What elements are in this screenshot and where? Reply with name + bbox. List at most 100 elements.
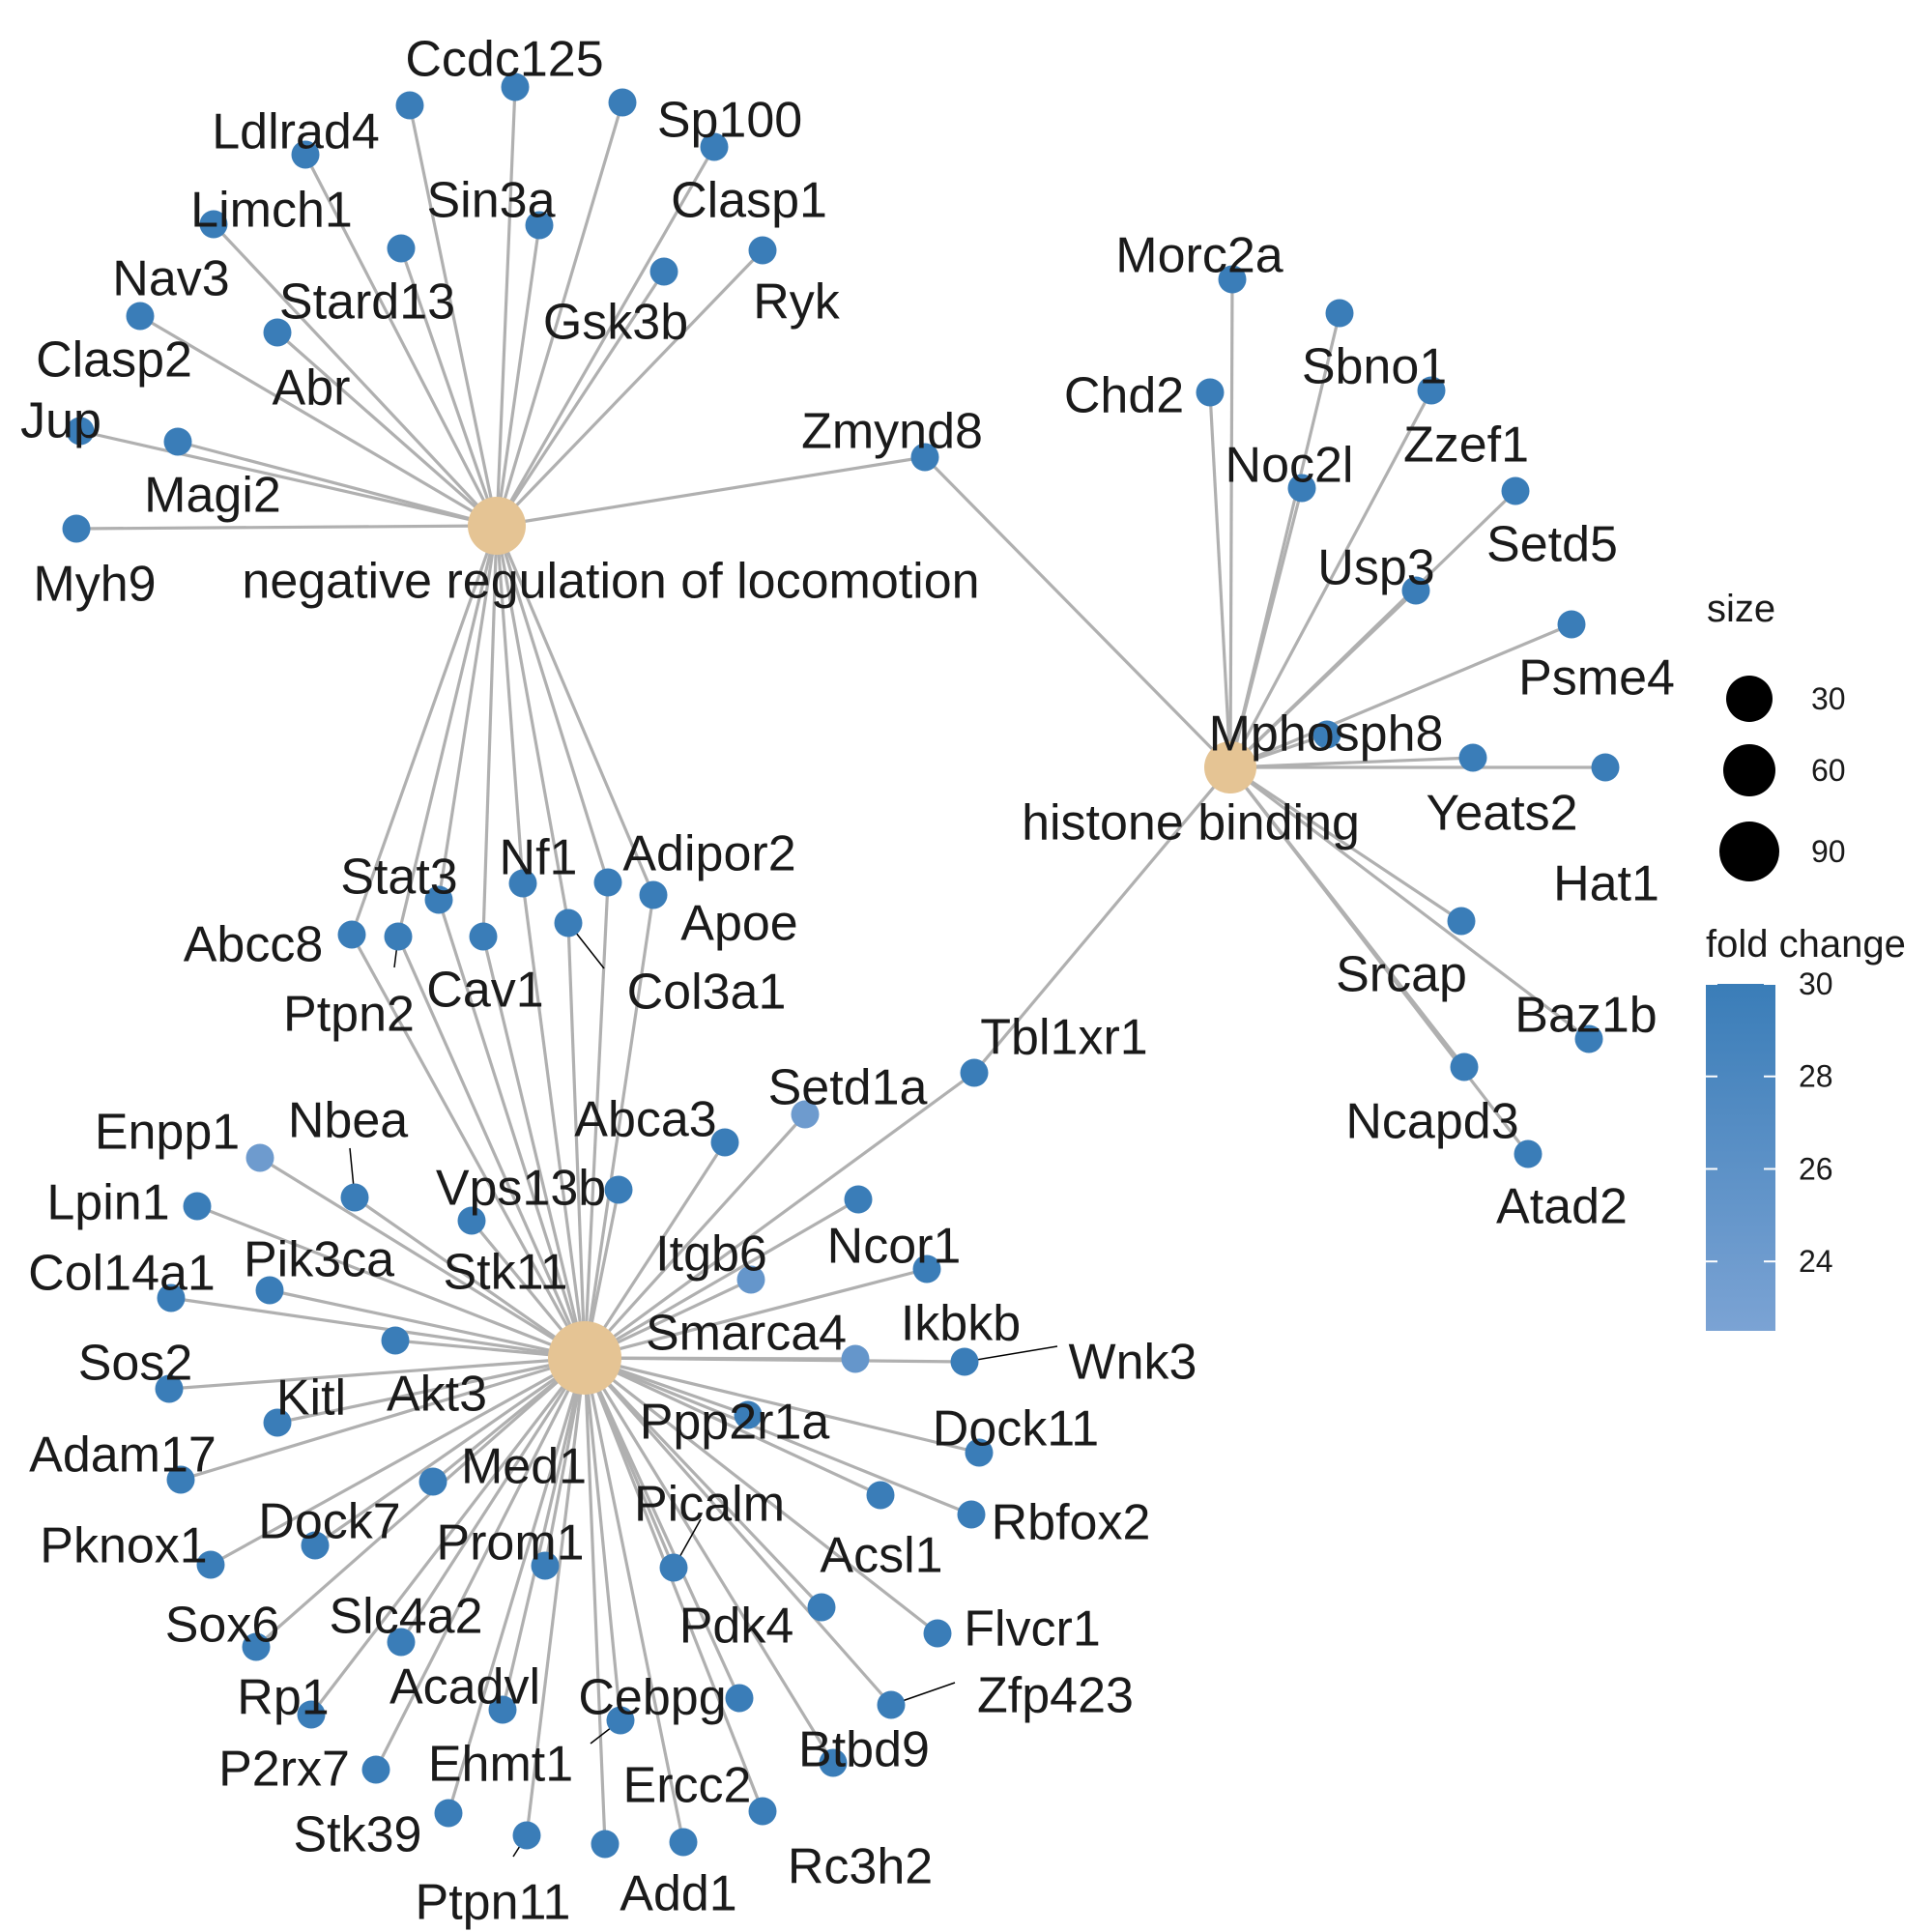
gene-node-picalm [659,1553,688,1582]
gene-node-stk39 [434,1799,463,1828]
gene-node-slc4a2 [387,1628,416,1657]
edge-kitl-h3 [276,1356,586,1425]
gene-label-akt3: Akt3 [387,1367,487,1423]
gene-label-add1: Add1 [620,1866,736,1922]
gene-node-kitl [263,1408,292,1437]
edge-ehmt1-h3 [583,1357,622,1721]
gene-node-btbd9 [819,1748,848,1777]
gene-label-nf1: Nf1 [500,830,578,886]
gene-node-ehmt1 [606,1706,635,1735]
gene-node-sin3a [525,211,554,240]
gene-node-sp100 [608,88,637,117]
edge-p2rx7-h3 [374,1357,587,1771]
gene-label-usp3: Usp3 [1317,540,1434,596]
gene-label-zfp423: Zfp423 [977,1668,1134,1724]
fold-change-colorbar [1706,984,1775,1331]
gene-node-mphosph8 [1312,720,1341,749]
edge-dock11-h3 [584,1356,980,1455]
gene-node-flvcr1 [923,1619,952,1648]
gene-node-baz1b [1574,1024,1603,1053]
gene-node-ercc2 [748,1797,777,1826]
gene-label-tbl1xr1: Tbl1xr1 [980,1010,1147,1066]
gene-node-adam17 [166,1465,195,1494]
colorbar-tick-label-26: 26 [1799,1151,1833,1186]
network-nodes [62,72,1620,1859]
gene-node-cav1 [469,922,498,951]
edge-col14a1-h3 [170,1296,586,1360]
edge-zfp423-h3 [583,1356,893,1707]
edge-ercc2-h3 [583,1357,764,1812]
edge-ikbkb-h3 [584,1267,928,1360]
edge-morc2a-h2 [1228,278,1234,768]
edge-nbea-h3 [354,1196,586,1360]
gene-node-pdk4 [807,1593,836,1622]
gene-node-col3a1 [554,908,583,937]
gene-label-kitl: Kitl [276,1370,346,1427]
gene-node-ppp2r1a [734,1400,763,1429]
gene-label-btbd9: Btbd9 [798,1722,930,1778]
gene-node-acsl1 [866,1481,895,1510]
gene-node-jup [66,417,95,446]
gene-node-limch1 [291,140,320,169]
gene-node-ccdc125 [501,72,530,101]
hub-label-h2: histone binding [1022,795,1360,851]
gene-node-tbl1xr1 [960,1058,989,1087]
gene-label-setd1a: Setd1a [768,1060,928,1116]
gene-node-apoe [639,880,668,909]
edge-col3a1-h3 [566,922,587,1359]
gene-label-ldlrad4: Ldlrad4 [212,104,379,160]
edge-srcap-h2 [1229,765,1462,923]
edge-acsl1-h3 [584,1356,881,1497]
gene-label-zzef1: Zzef1 [1403,418,1529,474]
gene-label-setd5: Setd5 [1486,517,1618,573]
colorbar-tick-label-28: 28 [1799,1059,1833,1094]
gene-label-rc3h2: Rc3h2 [788,1839,933,1895]
gene-node-rp1 [297,1700,326,1729]
gene-label-ccdc125: Ccdc125 [405,32,603,88]
edge-nf1-h3 [521,882,587,1359]
edge-rc3h2-h3 [583,1357,685,1843]
gene-label-atad2: Atad2 [1496,1179,1628,1235]
gene-node-ikbkb [912,1254,941,1283]
gene-label-baz1b: Baz1b [1514,988,1657,1044]
gene-label-morc2a: Morc2a [1115,228,1283,284]
gene-label-wnk3: Wnk3 [1069,1335,1197,1391]
gene-node-usp3 [1401,576,1430,605]
gene-node-add1 [591,1830,620,1859]
edge-clasp1-h1 [495,146,716,527]
gene-label-vps13b: Vps13b [436,1161,606,1217]
edge-stat3-h1 [437,525,499,901]
gene-label-itgb6: Itgb6 [655,1226,767,1283]
size-key-60-label: 60 [1811,753,1846,788]
edge-btbd9-h3 [583,1357,835,1764]
gene-node-atad2 [1514,1139,1543,1168]
gene-node-sos2 [155,1374,184,1403]
gene-node-magi2 [163,427,192,456]
gene-label-acsl1: Acsl1 [820,1528,942,1584]
edge-col3a1-h1 [495,525,570,924]
gene-node-vps13b [604,1175,633,1204]
gene-node-adipor2 [593,868,622,897]
gene-label-nbea: Nbea [288,1093,408,1149]
edge-add1-h3 [583,1357,607,1845]
gene-label-sos2: Sos2 [78,1336,193,1392]
gene-node-cebpg [725,1684,754,1713]
gene-label-nav3: Nav3 [112,251,229,307]
gene-label-ercc2: Ercc2 [623,1758,752,1814]
edge-abr-h1 [275,331,499,528]
gene-label-abr: Abr [273,360,351,417]
edge-ncor1-h3 [584,1197,859,1360]
gene-node-rbfox2 [957,1500,986,1529]
gene-label-enpp1: Enpp1 [95,1105,240,1161]
edge-tbl1xr1-h2 [972,765,1232,1075]
gene-node-rc3h2 [669,1828,698,1857]
gene-node-wnk3 [950,1347,979,1376]
gene-label-cav1: Cav1 [426,963,543,1019]
gene-node-gsk3b [649,257,678,286]
gene-node-abca3 [710,1128,739,1157]
leader-wnk3 [964,1345,1058,1363]
gene-node-ncor1 [844,1185,873,1214]
edge-flvcr1-h3 [584,1356,938,1635]
